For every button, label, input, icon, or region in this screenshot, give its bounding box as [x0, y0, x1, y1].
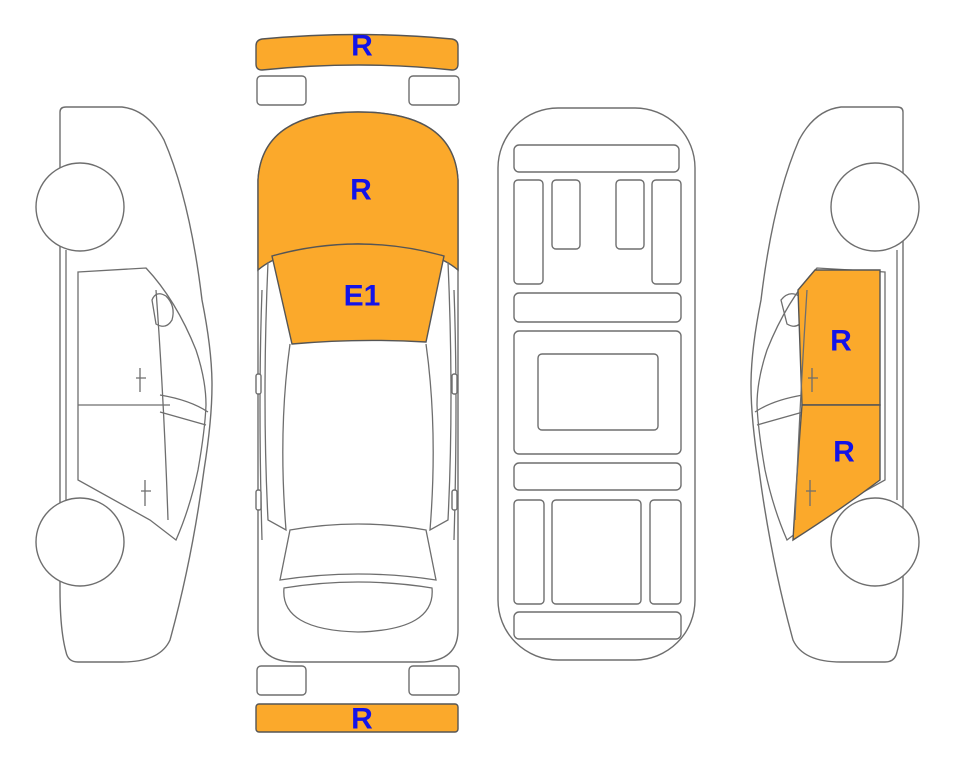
right-side-rear-wheel [830, 497, 920, 587]
top-left-mirror-rear [255, 489, 262, 511]
right-side-sill [754, 394, 804, 413]
windshield-panel[interactable] [271, 243, 445, 345]
front-left-seat-side [513, 179, 544, 285]
left-side-front-handle [136, 368, 146, 392]
right-side-rear-handle [806, 480, 816, 506]
top-view: R R E1 R [255, 30, 460, 736]
rear-left-light [256, 665, 307, 696]
right-rear-door-label: R [830, 325, 852, 358]
rear-left-seat-side [513, 499, 545, 605]
interior-view [497, 107, 696, 661]
rear-divider [513, 462, 682, 491]
front-bumper-panel[interactable] [255, 33, 459, 71]
left-side-sill [159, 394, 209, 413]
top-right-mirror-front [451, 373, 458, 395]
left-side-rear-wheel [35, 497, 125, 587]
right-side-view: R R [750, 106, 920, 663]
middle-divider [513, 292, 682, 323]
left-side-pillar [155, 289, 169, 521]
rear-bumper-panel[interactable] [255, 703, 459, 733]
right-side-pillar [794, 289, 808, 521]
dash-panel [513, 144, 680, 173]
rear-center-seat [551, 499, 642, 605]
front-right-seat [615, 179, 645, 250]
left-side-front-wheel [35, 162, 125, 252]
top-right-window [425, 261, 452, 532]
right-side-front-wheel [830, 162, 920, 252]
rear-window [279, 523, 437, 581]
trunk-lid [283, 581, 433, 633]
rear-panel [513, 611, 682, 640]
rear-right-light [408, 665, 460, 696]
front-right-seat-side [651, 179, 682, 285]
left-side-view [35, 106, 213, 663]
left-side-sill-lower [159, 411, 207, 426]
hood-label: R [350, 174, 372, 207]
front-left-seat [551, 179, 581, 250]
left-side-mirror [151, 293, 174, 327]
top-left-mirror-front [255, 373, 262, 395]
left-side-window-outline [77, 267, 207, 542]
front-left-light [256, 75, 307, 106]
front-right-light [408, 75, 460, 106]
top-right-mirror-rear [451, 489, 458, 511]
rear-right-seat-side [649, 499, 682, 605]
front-bumper-label: R [351, 30, 373, 63]
right-front-door-label: R [833, 436, 855, 469]
rear-bumper-label: R [351, 703, 373, 736]
left-side-rear-handle [141, 480, 151, 506]
right-side-sill-lower [756, 411, 804, 426]
top-left-window [264, 261, 291, 532]
right-side-front-handle [808, 368, 818, 392]
windshield-label: E1 [344, 280, 381, 313]
middle-inner-panel [537, 353, 659, 431]
